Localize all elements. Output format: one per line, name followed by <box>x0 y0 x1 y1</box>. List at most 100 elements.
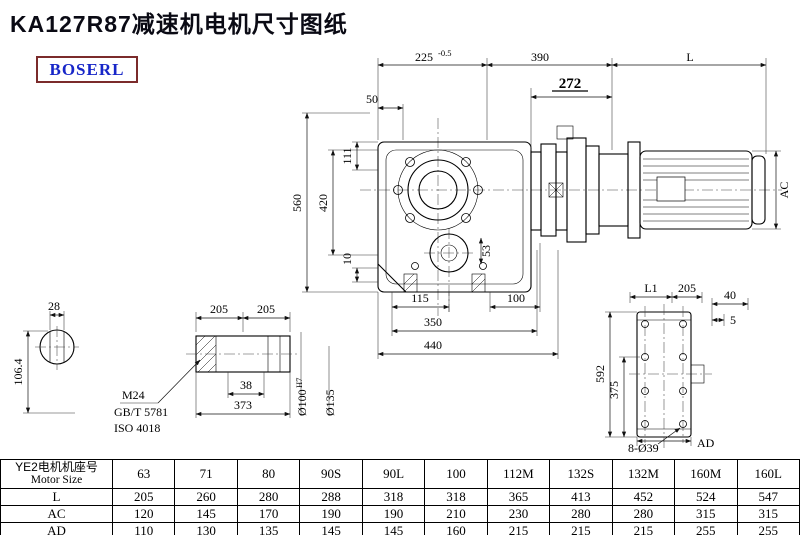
dim-560-label: 560 <box>290 194 304 212</box>
thread-M24-label: M24 <box>122 388 145 402</box>
dim-592-label: 592 <box>593 365 607 383</box>
table-cell: 280 <box>549 505 613 523</box>
table-cell: 230 <box>486 505 551 523</box>
table-corner-header: YE2电机机座号 Motor Size <box>0 459 113 489</box>
col-header: 160L <box>736 459 800 489</box>
row-header-AD: AD <box>0 522 113 535</box>
row-header-AC: AC <box>0 505 113 523</box>
table-cell: 452 <box>611 488 676 506</box>
dim-38-label: 38 <box>240 378 252 392</box>
table-cell: 280 <box>236 488 301 506</box>
standard-ISO-label: ISO 4018 <box>114 421 160 435</box>
col-header: 112M <box>486 459 551 489</box>
table-cell: 135 <box>236 522 301 535</box>
table-cell: 280 <box>611 505 676 523</box>
dim-106.4-label: 106.4 <box>11 359 25 386</box>
centerlines <box>360 118 782 316</box>
col-header: 71 <box>174 459 238 489</box>
table-cell: 170 <box>236 505 301 523</box>
dim-115-label: 115 <box>411 291 429 305</box>
table-cell: 318 <box>361 488 426 506</box>
motor-nameplate <box>656 176 686 202</box>
dim-350-label: 350 <box>424 315 442 329</box>
table-cell: 365 <box>486 488 551 506</box>
motor-dimension-table: YE2电机机座号 Motor Size 63 71 80 90S 90L 100… <box>0 459 800 535</box>
left-dimensions: 560 420 111 10 53 <box>290 112 493 293</box>
gearbox-front-view <box>377 141 532 293</box>
table-cell: 215 <box>549 522 613 535</box>
dim-L1-label: L1 <box>644 281 657 295</box>
brand-logo-text: BOSERL <box>49 59 125 79</box>
shaft-section-view: 28 106.4 <box>11 299 79 414</box>
col-header: 100 <box>424 459 488 489</box>
table-cell: 120 <box>111 505 176 523</box>
col-header: 90L <box>361 459 426 489</box>
dim-373-label: 373 <box>234 398 252 412</box>
dim-d100-fit-label: H7 <box>294 378 304 388</box>
dim-225-label: 225 <box>415 50 433 64</box>
dim-28-label: 28 <box>48 299 60 313</box>
dim-440-label: 440 <box>424 338 442 352</box>
table-row-L: L 205 260 280 288 318 318 365 413 452 52… <box>0 488 800 506</box>
table-cell: 255 <box>674 522 738 535</box>
dim-40-label: 40 <box>724 288 736 302</box>
table-cell: 215 <box>611 522 676 535</box>
table-cell: 190 <box>361 505 426 523</box>
col-header: 80 <box>236 459 301 489</box>
table-cell: 145 <box>174 505 238 523</box>
table-cell: 260 <box>174 488 238 506</box>
table-cell: 110 <box>111 522 176 535</box>
dim-100-label: 100 <box>507 291 525 305</box>
dim-205a-label: 205 <box>210 302 228 316</box>
table-cell: 315 <box>674 505 738 523</box>
dim-5-label: 5 <box>730 313 736 327</box>
dim-205b-label: 205 <box>257 302 275 316</box>
dim-111-label: 111 <box>340 147 354 164</box>
table-cell: 215 <box>486 522 551 535</box>
top-dimensions: 225 -0.5 390 L 50 272 <box>366 48 767 154</box>
dim-390-label: 390 <box>531 50 549 64</box>
dim-AD-label: AD <box>697 436 715 450</box>
table-cell: 145 <box>361 522 426 535</box>
page-title: KA127R87减速机电机尺寸图纸 <box>10 11 348 37</box>
shaft-detail-view: 205 205 38 373 M24 GB/T 5781 ISO 4018 Ø1… <box>114 302 337 435</box>
table-cell: 255 <box>736 522 800 535</box>
dim-420-label: 420 <box>316 194 330 212</box>
technical-drawing: 225 -0.5 390 L 50 272 560 420 111 <box>11 48 791 455</box>
dim-205c-label: 205 <box>678 281 696 295</box>
table-cell: 145 <box>299 522 363 535</box>
col-header: 132S <box>549 459 613 489</box>
dim-225-tolerance: -0.5 <box>438 48 451 58</box>
table-cell: 547 <box>736 488 800 506</box>
brand-logo: BOSERL <box>36 56 138 83</box>
dim-L-label: L <box>686 50 693 64</box>
table-cell: 205 <box>111 488 176 506</box>
col-header: 63 <box>111 459 176 489</box>
table-cell: 130 <box>174 522 238 535</box>
col-header: 90S <box>299 459 363 489</box>
col-header: 160M <box>674 459 738 489</box>
dim-8-holes-label: 8-Ø39 <box>628 441 659 455</box>
standard-GB-label: GB/T 5781 <box>114 405 168 419</box>
motor-side-view <box>530 125 766 243</box>
row-header-L: L <box>0 488 113 506</box>
table-cell: 413 <box>549 488 613 506</box>
table-cell: 190 <box>299 505 363 523</box>
table-cell: 288 <box>299 488 363 506</box>
dim-AC-label: AC <box>777 182 791 199</box>
bottom-dimensions: 115 100 350 440 <box>377 243 559 359</box>
table-cell: 524 <box>674 488 738 506</box>
ac-dimension: AC <box>752 150 791 230</box>
dim-375-label: 375 <box>607 381 621 399</box>
flange-back-view: L1 205 40 5 592 375 8-Ø39 AD <box>593 281 749 455</box>
dim-50-label: 50 <box>366 92 378 106</box>
table-corner-en: Motor Size <box>30 474 83 486</box>
table-row-AD: AD 110 130 135 145 145 160 215 215 215 2… <box>0 522 800 535</box>
table-row-AC: AC 120 145 170 190 190 210 230 280 280 3… <box>0 505 800 523</box>
dim-272-label: 272 <box>559 76 582 92</box>
dim-10-label: 10 <box>340 253 354 265</box>
table-cell: 160 <box>424 522 488 535</box>
col-header: 132M <box>611 459 676 489</box>
dim-d100-label: Ø100 <box>295 389 309 416</box>
